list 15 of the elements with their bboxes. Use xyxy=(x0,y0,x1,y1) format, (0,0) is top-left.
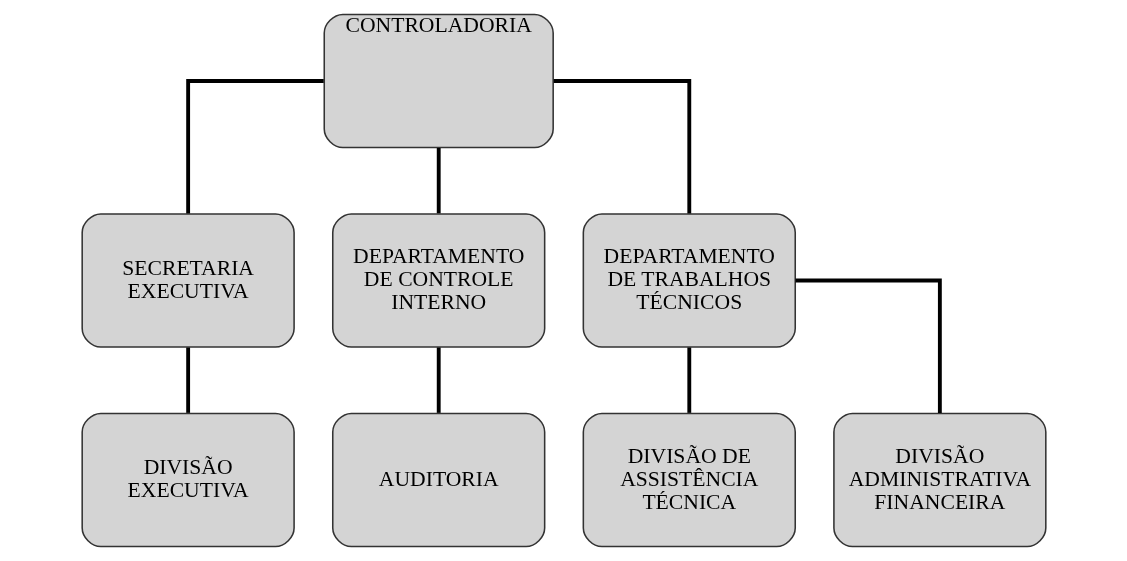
node-box: DEPARTAMENTO DE CONTROLE INTERNO xyxy=(331,213,545,348)
connector xyxy=(185,347,190,413)
node-box: DIVISÃO DE ASSISTÊNCIA TÉCNICA xyxy=(582,412,796,548)
connector xyxy=(185,79,324,214)
connector xyxy=(686,347,691,413)
node-box: CONTROLADORIA xyxy=(322,13,554,149)
node-box: DEPARTAMENTO DE TRABALHOS TÉCNICOS xyxy=(582,213,796,348)
connector xyxy=(436,347,441,413)
node-box: DIVISÃO ADMINISTRATIVA FINANCEIRA xyxy=(832,412,1047,548)
connector xyxy=(436,147,441,214)
connector xyxy=(795,278,942,414)
connector xyxy=(553,79,691,214)
node-box: DIVISÃO EXECUTIVA xyxy=(80,412,295,548)
node-box: SECRETARIA EXECUTIVA xyxy=(80,213,295,348)
node-box: AUDITORIA xyxy=(331,412,545,548)
